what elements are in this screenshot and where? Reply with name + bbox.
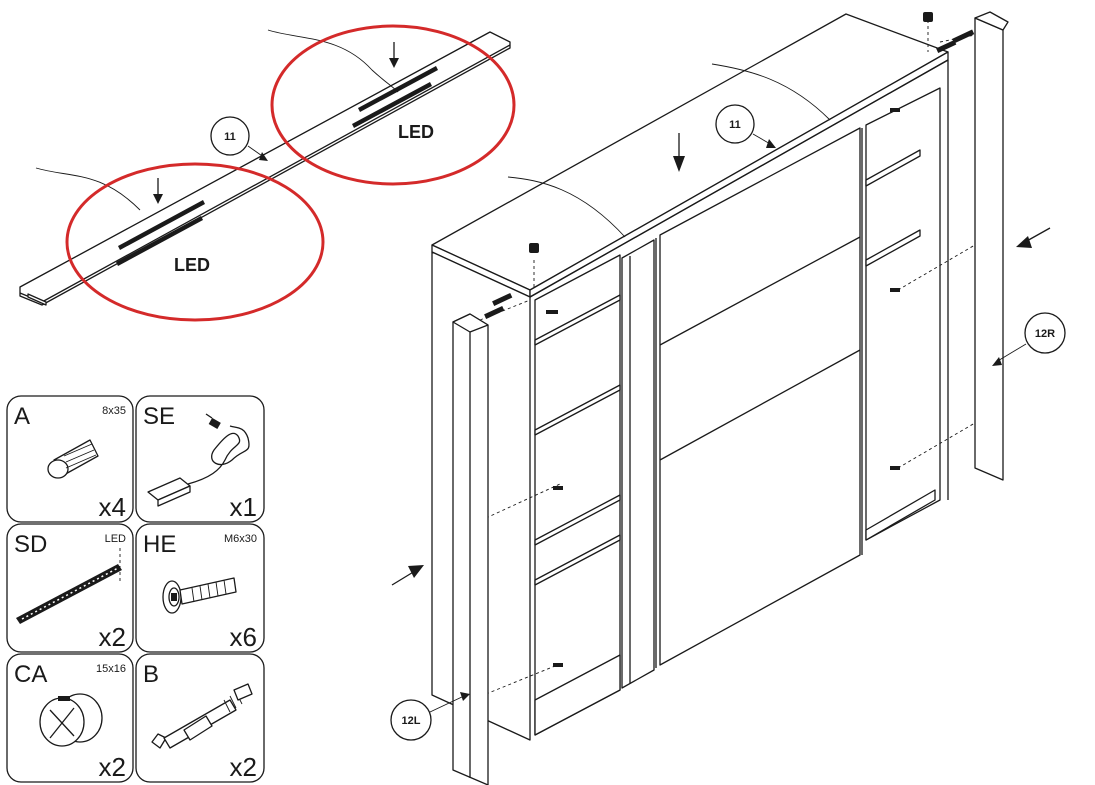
- hardware-box-b: B x2: [135, 653, 265, 783]
- callout-12r-label: 12R: [1035, 328, 1055, 340]
- svg-text:x1: x1: [230, 492, 257, 522]
- led-label-lower: LED: [174, 255, 210, 275]
- svg-text:x4: x4: [99, 492, 126, 522]
- hardware-box-a: A 8x35 x4: [6, 395, 134, 523]
- screw-icon: [162, 577, 237, 614]
- top-panel-detail: 11 LED LED: [19, 24, 516, 322]
- svg-text:SE: SE: [143, 403, 175, 430]
- cam-lock-icon: [39, 693, 103, 747]
- callout-12l: [390, 699, 432, 741]
- svg-text:CA: CA: [14, 661, 47, 688]
- hardware-box-ca: CA 15x16 x2: [6, 653, 134, 783]
- power-supply-icon: [147, 413, 250, 507]
- side-panel-right: [974, 17, 1004, 481]
- screw-marks: [546, 108, 900, 667]
- svg-text:LED: LED: [105, 533, 126, 545]
- led-highlight-lower: [65, 162, 325, 322]
- svg-text:x2: x2: [99, 622, 126, 652]
- led-strip-upper: [358, 66, 438, 112]
- callout-11-cabinet-label: 11: [729, 119, 741, 131]
- led-strip-lower-b: [116, 216, 203, 266]
- wardrobe-assembly: 11: [390, 11, 1066, 785]
- sliding-door: [659, 127, 861, 666]
- led-strip-icon: [16, 548, 122, 624]
- callout-12r: [1024, 312, 1066, 354]
- svg-text:8x35: 8x35: [102, 405, 126, 417]
- hardware-legend: A 8x35 x4 SE x1: [6, 395, 265, 783]
- led-strip-lower: [118, 200, 205, 250]
- callout-11-left-label: 11: [224, 131, 236, 143]
- svg-text:M6x30: M6x30: [224, 533, 257, 545]
- callout-11-left: [210, 116, 250, 156]
- svg-text:A: A: [14, 403, 30, 430]
- cam-bolt-icon: [151, 683, 253, 749]
- svg-text:B: B: [143, 661, 159, 688]
- led-label-upper: LED: [398, 122, 434, 142]
- svg-text:HE: HE: [143, 531, 176, 558]
- svg-text:x2: x2: [99, 752, 126, 782]
- svg-text:x6: x6: [230, 622, 257, 652]
- dowel-icon: [47, 439, 99, 479]
- led-highlight-upper: [270, 24, 516, 186]
- callout-12l-label: 12L: [402, 715, 421, 727]
- led-strip-upper-b: [352, 82, 432, 128]
- svg-text:x2: x2: [230, 752, 257, 782]
- hardware-box-se: SE x1: [135, 395, 265, 523]
- hardware-box-sd: SD LED x2: [6, 523, 134, 653]
- svg-text:15x16: 15x16: [96, 663, 126, 675]
- hardware-box-he: HE M6x30 x6: [135, 523, 265, 653]
- svg-text:SD: SD: [14, 531, 47, 558]
- callout-11-cabinet: [715, 104, 755, 144]
